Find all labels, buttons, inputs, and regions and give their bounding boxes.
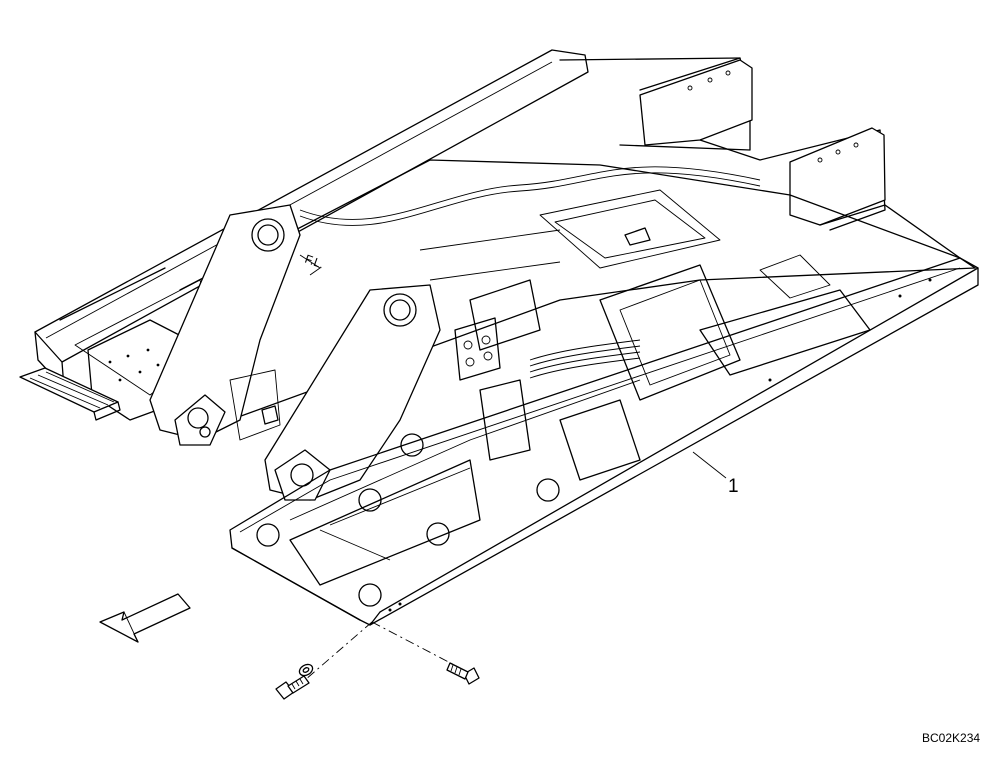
casting-mark: F.L.: [303, 252, 326, 272]
upper-frame-left-rail: [34, 49, 589, 421]
fastener-explode-lines: [304, 621, 461, 681]
drawing-code: BC02K234: [922, 731, 980, 745]
forward-direction-arrow-icon: [99, 593, 191, 643]
boom-mount-bracket-right: [174, 284, 441, 501]
step-plate: [19, 367, 121, 421]
boom-mount-bracket-left: F.L.: [149, 204, 326, 441]
wiring-harness: [299, 166, 761, 379]
front-lower-frame: [229, 254, 979, 626]
callout-part-1: 1: [692, 451, 739, 497]
bolt-right: [446, 662, 480, 685]
bolt-left: [275, 675, 310, 700]
callout-label: 1: [728, 476, 739, 497]
rear-frame-rails: [559, 57, 961, 259]
washer: [298, 663, 314, 677]
